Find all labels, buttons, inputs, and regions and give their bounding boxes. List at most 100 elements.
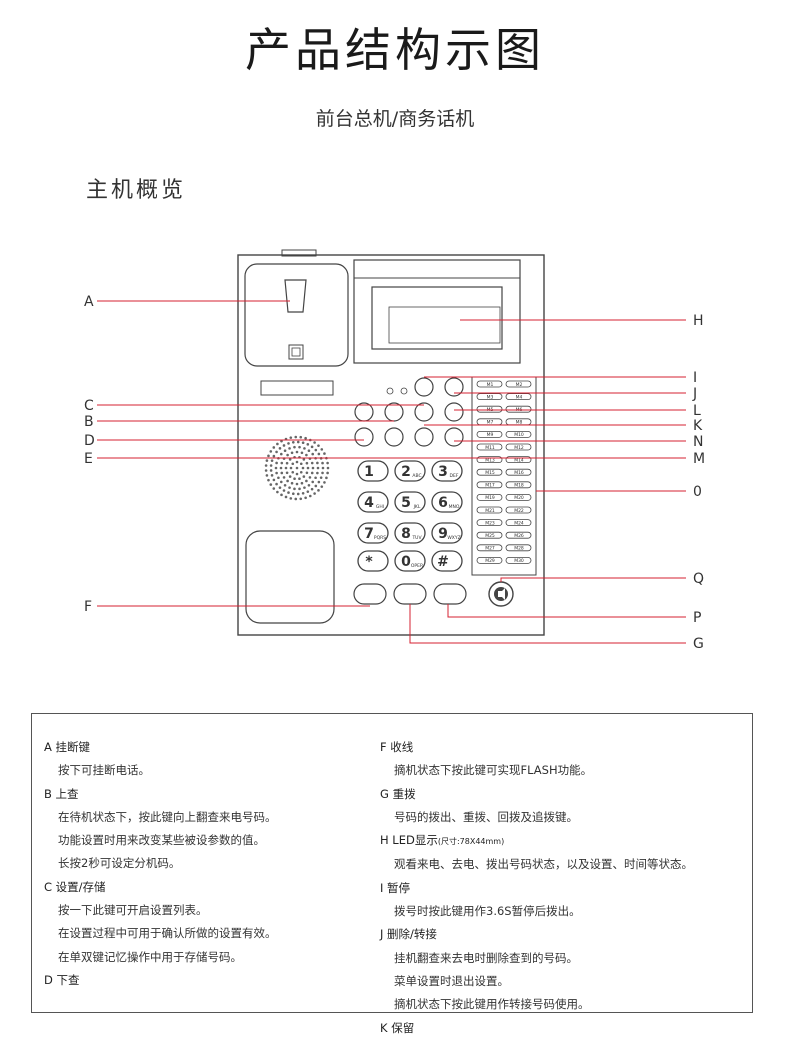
callout-label: C [84,398,94,414]
keypad-key-number: 2 [401,464,411,480]
speaker-hole [287,442,290,445]
keypad-key-number: * [365,554,373,570]
description-heading: I 暂停 [380,880,411,895]
speaker-hole [304,496,307,500]
keypad-key [357,491,389,513]
speaker-hole [295,472,299,476]
description-line: 在待机状态下，按此键向上翻查来电号码。 [58,809,277,824]
speaker-hole [299,435,303,439]
memory-key [476,456,503,464]
speaker-hole [265,474,269,477]
speaker-hole [305,461,309,465]
memory-key-label: M1 [487,382,494,388]
speaker-hole [275,461,278,465]
speaker-hole [310,471,314,475]
memory-key-label: M16 [514,470,524,476]
speaker-hole [264,464,268,467]
keypad-key [431,460,463,482]
memory-key-label: M30 [514,558,524,564]
speaker-hole [304,436,307,440]
speaker-hole [272,487,276,490]
memory-key [476,405,503,413]
speaker-hole [290,451,294,455]
speaker-hole [314,476,317,480]
callout-label: L [693,403,701,419]
speaker-hole [326,466,330,470]
speaker-hole [290,481,294,485]
flash-button [433,583,467,605]
speaker-hole [300,451,304,455]
speaker-hole [288,486,291,489]
speaker-hole [316,461,319,465]
speaker-hole [287,491,290,494]
description-line: 在单双键记忆操作中用于存储号码。 [58,949,242,964]
function-key [354,402,374,422]
callout-label: 0 [693,484,702,500]
speaker-hole [316,466,320,470]
callout-label: B [84,414,94,430]
speaker-hole [305,479,308,483]
speaker-hole [316,471,319,475]
description-heading: K 保留 [380,1020,415,1035]
callout-label: A [84,294,94,310]
memory-key-label: M13 [485,457,495,463]
hangup-button [353,583,387,605]
memory-key [476,544,503,552]
speaker-hole [272,478,276,482]
speaker-hole [275,450,278,454]
speaker-hole [274,466,278,470]
speaker-hole [289,497,293,500]
keypad-key [394,491,426,513]
speaker-hole [319,476,323,479]
speaker-hole [276,490,279,494]
description-heading: A 挂断键 [44,740,91,754]
memory-key [505,531,532,539]
speaker-hole [301,466,305,470]
memory-key-label: M2 [516,382,523,388]
keypad-key [394,460,426,482]
memory-key-label: M27 [485,546,495,552]
memory-key [505,380,532,388]
memory-key-label: M12 [514,445,524,451]
description-line: 挂机翻查来去电时删除查到的号码。 [394,950,578,965]
memory-key-label: M19 [485,495,495,501]
memory-key [476,519,503,526]
speaker-hole [269,464,273,467]
description-line: 号码的拨出、重拨、回拨及追拨键。 [394,809,578,824]
memory-key [505,544,532,552]
description-heading: H LED显示(尺寸:78X44mm) [380,833,505,848]
function-key [414,377,434,397]
memory-key [505,519,532,526]
memory-key [505,443,532,451]
keypad-key [357,522,389,544]
speaker-hole [310,487,314,491]
speaker-hole [306,490,310,493]
speaker-hole [288,475,292,478]
speaker-hole [289,466,293,470]
speaker-hole [294,497,298,501]
speaker-hole [311,452,315,456]
function-key [444,377,464,397]
description-box: A 挂断键按下可挂断电话。B 上查在待机状态下，按此键向上翻查来电号码。功能设置… [31,713,753,1035]
speaker-hole [301,441,305,445]
memory-key [476,557,503,564]
bottom-pad [245,530,335,624]
function-buttons [354,377,464,447]
speaker-hole [293,477,296,481]
keypad-key-number: 8 [401,526,411,542]
speaker-hole [280,471,284,475]
speaker-hole [306,466,310,470]
memory-key [505,430,532,438]
speaker-hole [320,485,324,488]
description-line: 拨号时按此键用作3.6S暂停后拨出。 [394,904,581,919]
memory-key [476,430,503,438]
speaker-hole [317,452,321,456]
memory-key-label: M25 [485,533,495,539]
callout-label: E [84,451,93,467]
speaker-hole [295,460,299,464]
speaker-hole [284,466,288,470]
callout-label: Q [693,571,704,587]
display-housing [353,259,521,364]
